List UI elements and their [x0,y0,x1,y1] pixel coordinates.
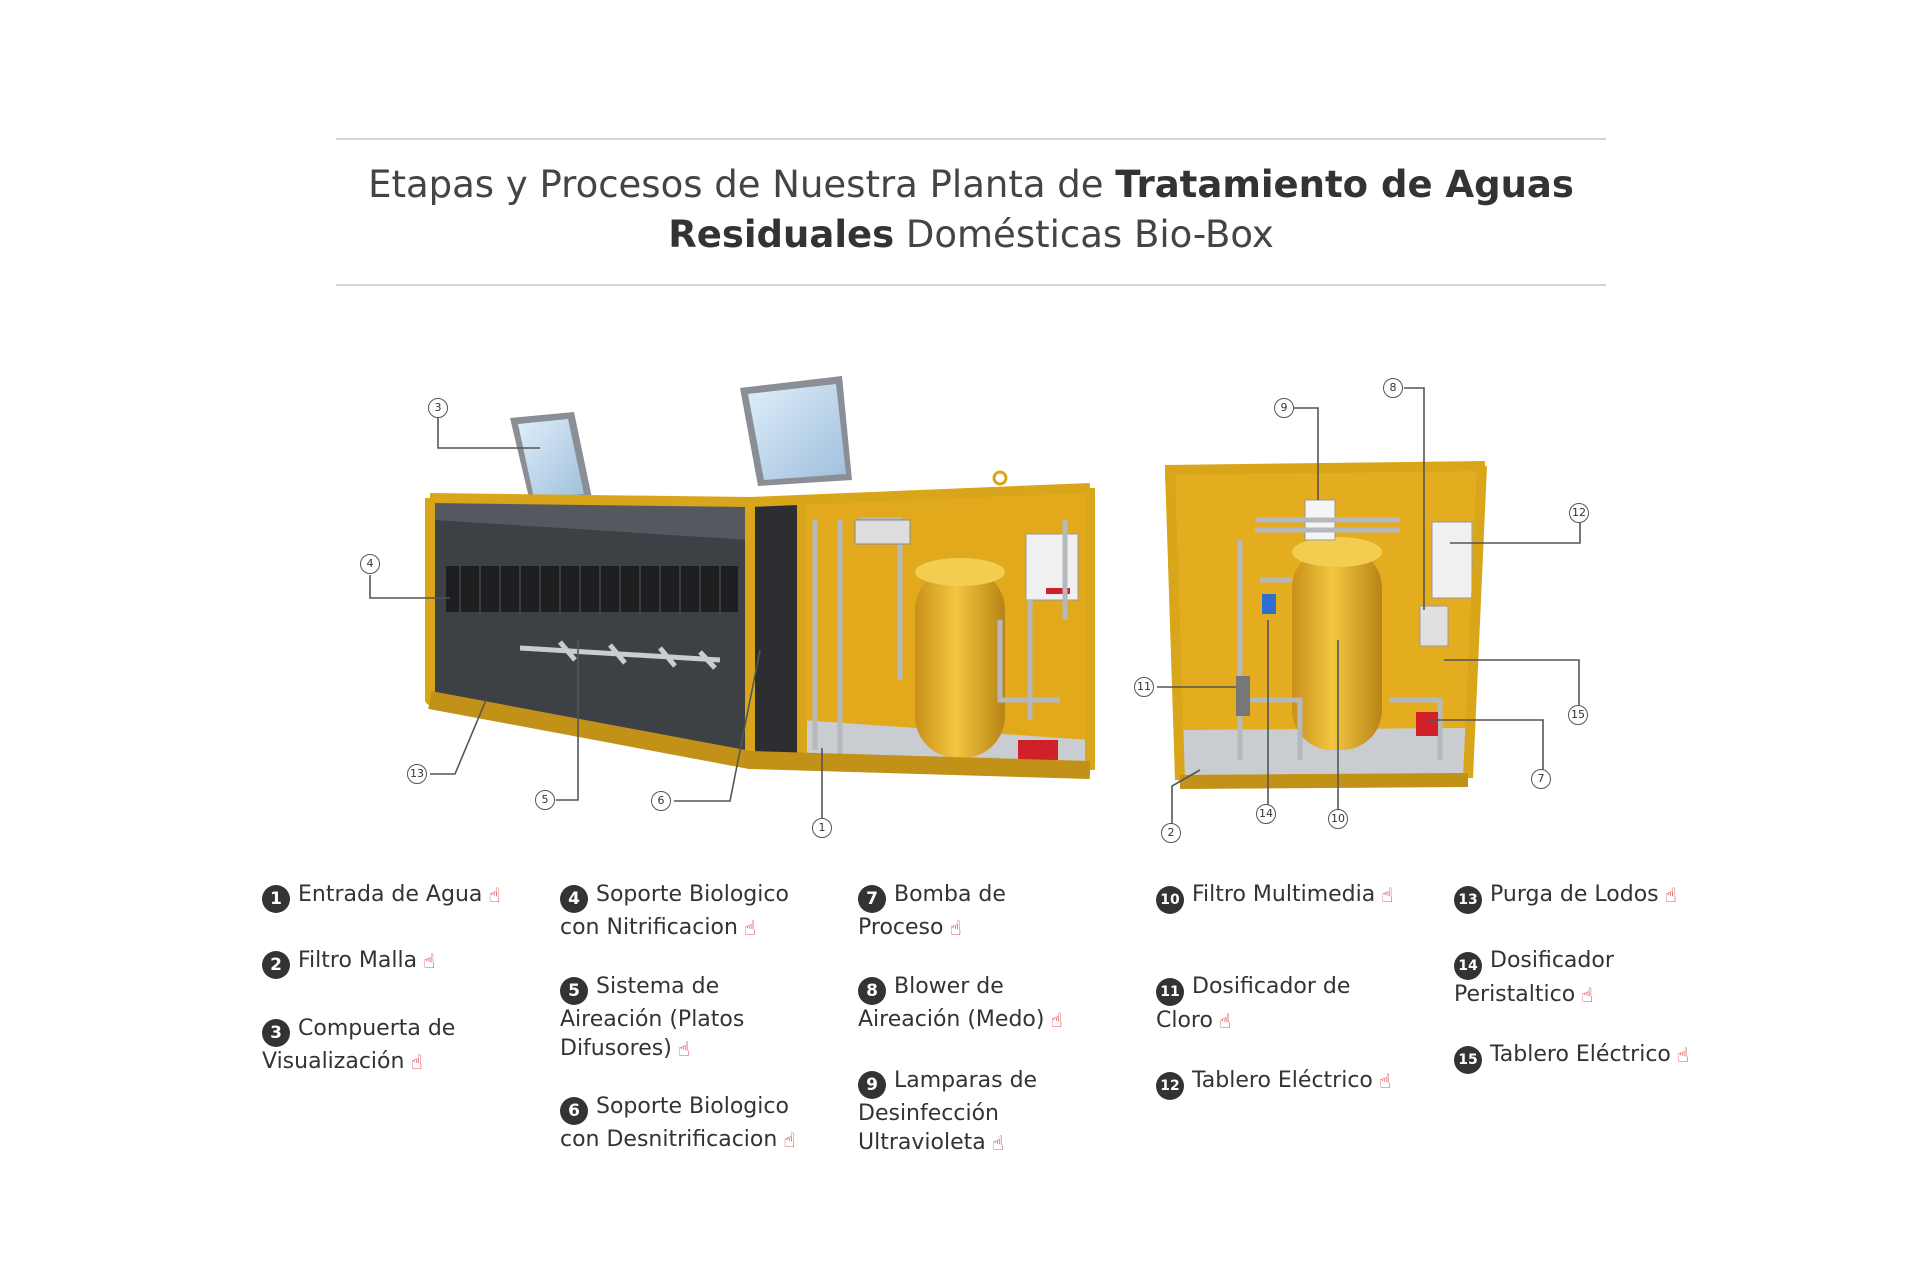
callout-marker: 9 [1274,398,1294,418]
pointing-hand-icon[interactable]: ☝ [783,1128,796,1152]
legend-label: Tablero Eléctrico [1192,1068,1373,1093]
legend-label: Tablero Eléctrico [1490,1042,1671,1067]
legend-label: Lamparas de Desinfección Ultravioleta [858,1068,1038,1155]
pointing-hand-icon[interactable]: ☝ [1378,1069,1392,1093]
top-divider [336,138,1606,140]
legend-label: Soporte Biologico con Nitrificacion [560,882,789,940]
legend-number-badge: 14 [1454,952,1482,980]
legend-label: Bomba de Proceso [858,882,1006,940]
legend-label: Entrada de Agua [298,882,483,907]
pointing-hand-icon[interactable]: ☝ [1050,1008,1063,1032]
callout-marker: 12 [1569,503,1589,523]
callout-marker: 15 [1568,705,1588,725]
pointing-hand-icon[interactable]: ☝ [991,1131,1004,1155]
legend-item-12[interactable]: 12 Tablero Eléctrico☝ [1156,1066,1396,1100]
plant-illustration [369,376,1581,833]
legend-label: Dosificador de Cloro [1156,974,1351,1033]
legend-number-badge: 11 [1156,978,1184,1006]
legend-item-15[interactable]: 15 Tablero Eléctrico☝ [1454,1040,1694,1074]
legend-number-badge: 2 [262,951,290,979]
legend-number-badge: 3 [262,1019,290,1047]
callout-marker: 11 [1134,677,1154,697]
page-title: Etapas y Procesos de Nuestra Planta de T… [368,163,1574,256]
legend-item-2[interactable]: 2 Filtro Malla☝ [262,946,502,979]
pointing-hand-icon[interactable]: ☝ [488,883,501,907]
callout-marker: 3 [428,398,448,418]
bottom-divider [336,284,1606,286]
legend-label: Filtro Multimedia [1192,882,1376,907]
callout-marker: 5 [535,790,555,810]
pointing-hand-icon[interactable]: ☝ [1381,883,1394,907]
legend-number-badge: 4 [560,885,588,913]
large-container [425,376,1095,779]
pointing-hand-icon[interactable]: ☝ [1664,883,1677,907]
legend-number-badge: 15 [1454,1046,1482,1074]
legend-number-badge: 1 [262,885,290,913]
legend-number-badge: 9 [858,1071,886,1099]
pointing-hand-icon[interactable]: ☝ [743,916,757,940]
legend-number-badge: 13 [1454,886,1482,914]
callout-marker: 6 [651,791,671,811]
callout-marker: 13 [407,764,427,784]
legend-label: Blower de Aireación (Medo) [858,974,1045,1032]
legend-number-badge: 12 [1156,1072,1184,1100]
legend-number-badge: 8 [858,977,886,1005]
pointing-hand-icon[interactable]: ☝ [677,1037,690,1061]
callout-marker: 4 [360,554,380,574]
small-container [1164,461,1487,789]
callout-marker: 8 [1383,378,1403,398]
callout-marker: 1 [812,818,832,838]
pointing-hand-icon[interactable]: ☝ [410,1050,423,1074]
pointing-hand-icon[interactable]: ☝ [1676,1043,1690,1067]
callout-marker: 2 [1161,823,1181,843]
callout-leaders [369,387,1581,833]
legend-number-badge: 6 [560,1097,588,1125]
legend-number-badge: 5 [560,977,588,1005]
legend-label: Compuerta de Visualización [262,1016,456,1074]
pointing-hand-icon[interactable]: ☝ [423,949,436,973]
legend-label: Filtro Malla [298,948,418,973]
pointing-hand-icon[interactable]: ☝ [949,916,962,940]
pointing-hand-icon[interactable]: ☝ [1218,1009,1232,1033]
pointing-hand-icon[interactable]: ☝ [1581,983,1594,1007]
legend-label: Dosificador Peristaltico [1454,948,1614,1007]
callout-marker: 14 [1256,804,1276,824]
legend-number-badge: 10 [1156,886,1184,914]
legend-item-1[interactable]: 1 Entrada de Agua☝ [262,880,502,913]
legend-label: Soporte Biologico con Desnitrificacion [560,1094,789,1152]
legend-item-10[interactable]: 10 Filtro Multimedia☝ [1156,880,1396,914]
callout-marker: 10 [1328,809,1348,829]
legend-number-badge: 7 [858,885,886,913]
legend-item-13[interactable]: 13 Purga de Lodos☝ [1454,880,1694,914]
legend-label: Purga de Lodos [1490,882,1659,907]
callout-marker: 7 [1531,769,1551,789]
legend-label: Sistema de Aireación (Platos Difusores) [560,974,745,1061]
